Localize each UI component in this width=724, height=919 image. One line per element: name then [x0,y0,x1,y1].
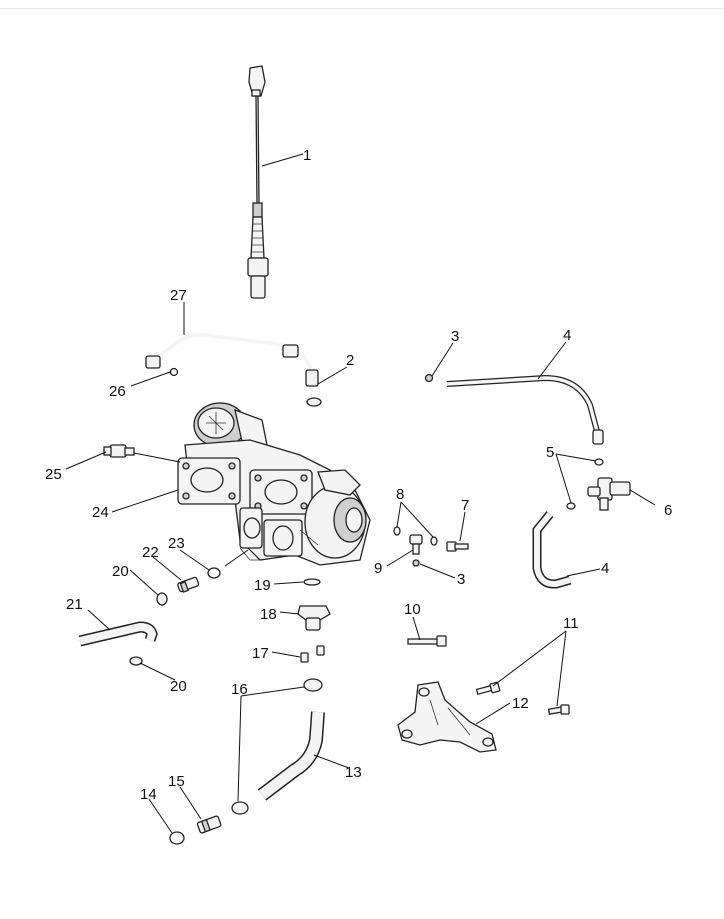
part-13-return-hose [257,711,325,801]
callout-4-upper: 4 [563,327,571,344]
callout-24: 24 [92,504,109,521]
part-25-sensor [103,444,135,458]
part-7-bolt [446,541,469,552]
turbocharger-assembly [177,402,371,566]
part-5-washer-a [594,458,604,466]
part-8-clip-a [393,526,401,536]
part-12-bracket [397,681,497,753]
part-4-upper-pipe [446,374,604,445]
callout-23: 23 [168,535,185,552]
part-18-flange-fitting [297,605,331,631]
part-16-o-ring-upper [303,678,323,692]
top-border [0,8,724,9]
callout-6: 6 [664,502,672,519]
callout-27: 27 [170,287,187,304]
part-11-bolts [475,681,570,715]
callout-18: 18 [260,606,277,623]
callout-numbers: 1 2 3 3 4 4 5 6 7 8 9 10 11 12 13 14 15 … [45,147,672,803]
part-22-fitting [177,576,200,593]
part-23-o-ring [207,567,221,579]
part-20-washer-lower [129,656,143,666]
part-14-o-ring [169,831,185,845]
part-21-oil-pipe [78,621,158,647]
part-10-bolt [407,635,447,647]
part-17-bolts [300,645,325,663]
callout-9: 9 [374,560,382,577]
callout-19: 19 [254,577,271,594]
callout-25: 25 [45,466,62,483]
part-19-o-ring [303,578,321,586]
callout-11: 11 [563,615,579,632]
callout-21: 21 [66,596,83,613]
part-20-washer-upper [156,592,168,606]
callout-13: 13 [345,764,362,781]
callout-5: 5 [546,444,554,461]
callout-7: 7 [461,497,469,514]
callout-12: 12 [512,695,529,712]
part-5-washer-b [566,502,576,510]
part-8-clip-b [430,536,438,546]
callout-14: 14 [140,786,157,803]
part-26-washer [169,367,179,377]
callout-22: 22 [142,544,159,561]
part-2-washer [306,397,322,407]
part-9-banjo-bolt [409,534,423,555]
part-6-connector [587,477,631,511]
callout-8: 8 [396,486,404,503]
leader-lines [65,153,656,834]
callout-15: 15 [168,773,185,790]
callout-20-lower: 20 [170,678,187,695]
callout-4-lower: 4 [601,560,609,577]
part-1-oxygen-sensor [247,65,269,299]
part-27-pipe [145,333,319,387]
callout-2: 2 [346,352,354,369]
callout-26: 26 [109,383,126,400]
part-4-lower-hose [532,511,572,589]
callout-3-lower: 3 [457,571,465,588]
callout-10: 10 [404,601,421,618]
callout-17: 17 [252,645,269,662]
part-16-o-ring-lower [231,801,249,815]
callout-20-upper: 20 [112,563,129,580]
callout-16: 16 [231,681,248,698]
part-3-plug-lower [412,559,420,567]
part-3-plug-upper [424,373,434,383]
callout-1: 1 [303,147,311,164]
callout-3-upper: 3 [451,328,459,345]
part-15-fitting [196,815,222,834]
